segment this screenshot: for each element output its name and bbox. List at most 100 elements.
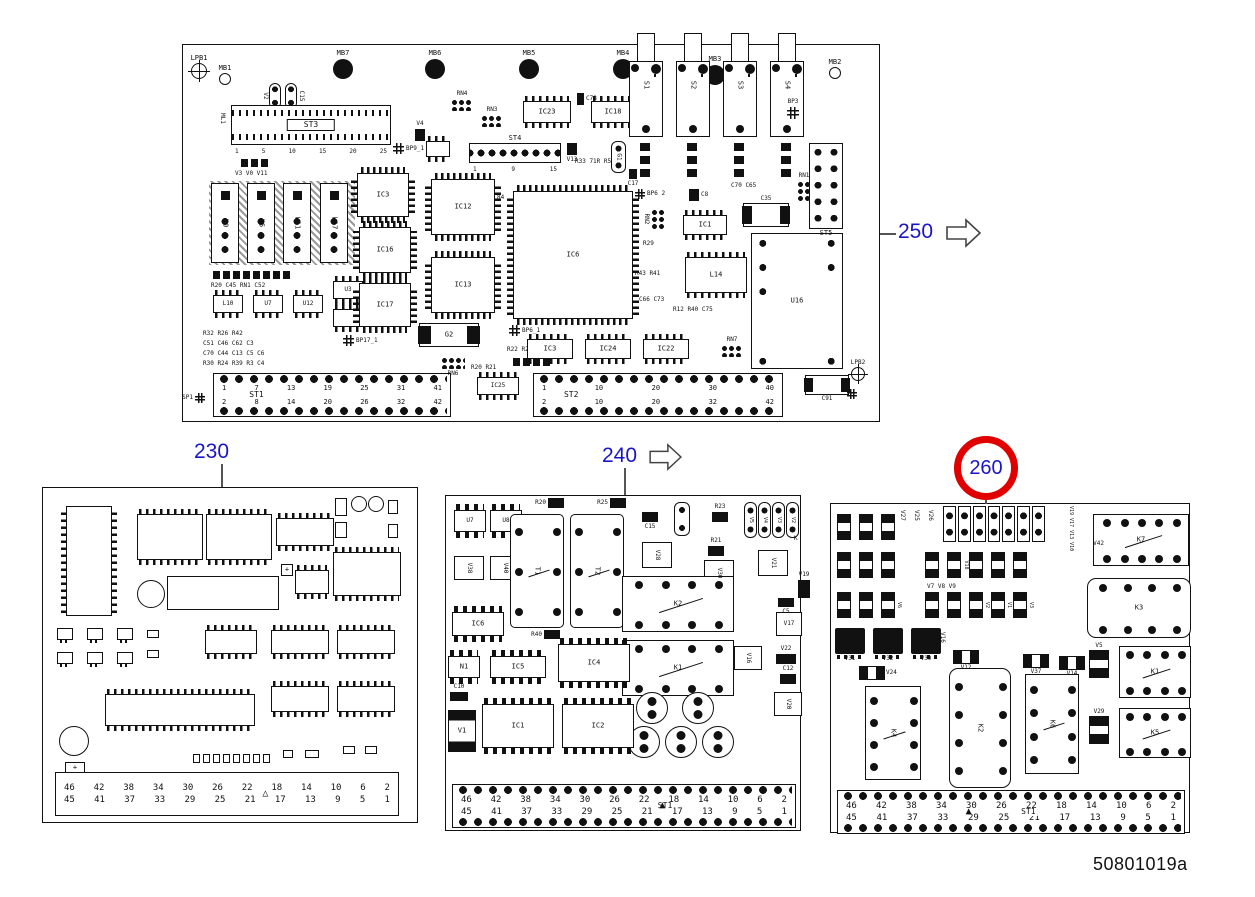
relay-pin — [574, 607, 583, 616]
pad — [687, 156, 697, 164]
comp-smdo — [388, 500, 398, 514]
pin-number: 6 — [360, 783, 366, 793]
pin-dots — [841, 823, 1181, 833]
relay-pin — [1120, 518, 1129, 527]
comp-rn3: RN3 — [481, 107, 503, 127]
comp-c78: C78 — [577, 93, 597, 105]
label: MB7 — [336, 49, 350, 57]
comp-capv — [674, 502, 690, 536]
label: SP1 — [182, 394, 193, 401]
pad — [713, 744, 723, 754]
callout-260: 260 — [969, 456, 1003, 479]
comp-smdo — [147, 650, 159, 658]
relay-pin — [1029, 686, 1038, 694]
comp-pad2v — [947, 552, 961, 578]
label: S1 — [642, 80, 651, 90]
pin-number: 30 — [579, 795, 591, 805]
relay-pin — [634, 645, 643, 654]
pad — [263, 753, 270, 763]
comp-mb1: MB1 — [219, 65, 231, 85]
label: IC6 — [566, 250, 580, 259]
label: C35 — [760, 195, 772, 202]
pad — [241, 159, 248, 167]
label: L17 — [330, 216, 339, 230]
comp-r12-r40-c75: R12 R40 C75 — [673, 306, 713, 313]
pin-number: 31 — [396, 384, 406, 392]
pins — [425, 261, 431, 309]
pin-number: 41 — [433, 384, 442, 392]
arrow-right-icon — [946, 218, 982, 248]
pin-number: 20 — [323, 398, 332, 406]
pin-dots — [456, 817, 792, 827]
label: V12 — [960, 664, 972, 671]
comp-r20-r21: R20 R21 — [471, 364, 497, 371]
comp-tr — [117, 628, 133, 643]
label: V1 — [457, 726, 467, 735]
header-pin-pair — [987, 506, 1001, 542]
pins — [495, 261, 501, 309]
pin-number: 42 — [765, 398, 774, 406]
callout-240: 240 — [602, 444, 638, 467]
label: IC13 — [454, 280, 472, 289]
label: V37 — [1030, 668, 1042, 675]
pad — [251, 159, 258, 167]
label: + — [284, 565, 290, 574]
comp-l14: L14 — [685, 252, 747, 298]
label: MB4 — [616, 49, 630, 57]
pin-number: 17 — [671, 807, 683, 817]
comp-v28: V28 — [642, 542, 672, 568]
comp-circle-open — [368, 496, 384, 512]
label: RN2 — [643, 213, 650, 225]
pin-number: 42 — [433, 398, 442, 406]
pad — [631, 64, 639, 72]
comp-c10: C10 — [450, 684, 468, 701]
comp-ic5: IC5 — [490, 650, 546, 684]
relay-pin — [1138, 518, 1146, 527]
comp-smdo — [283, 750, 293, 758]
comp-c15: C15 — [642, 512, 658, 530]
relay-pin — [1172, 555, 1181, 564]
pin-number: 14 — [286, 398, 296, 406]
comp-84: 84 — [497, 194, 505, 201]
callout-230: 230 — [194, 440, 230, 463]
comp-smdo — [335, 522, 347, 538]
pin-number: 20 — [651, 384, 661, 392]
comp-sp1: SP1 — [182, 393, 205, 403]
pin-number: 10 — [1116, 801, 1127, 811]
relay-pin — [1143, 650, 1152, 659]
comp-s1: S1 — [629, 33, 663, 137]
label: K3 — [1134, 603, 1144, 612]
comp-v3: V3 — [772, 502, 785, 538]
label: U16 — [790, 296, 804, 305]
pin-number: 26 — [212, 783, 223, 793]
comp-v30: V30 — [911, 628, 941, 662]
pad — [513, 358, 520, 366]
label: IC23 — [538, 107, 556, 116]
pin-number: 33 — [551, 807, 563, 817]
pin-number: 5 — [359, 795, 366, 805]
pad — [698, 64, 708, 77]
pad — [640, 169, 650, 177]
comp-u7: U7 — [253, 290, 283, 318]
relay-pin — [1098, 584, 1107, 592]
comp-r20: R20 — [535, 498, 564, 508]
comp-pad2v — [859, 592, 873, 618]
comp-dip — [333, 547, 401, 601]
pad — [253, 271, 260, 279]
comp-u12: U12 — [293, 290, 323, 318]
comp-st3: ST3 — [231, 105, 391, 145]
label: R40 — [531, 630, 542, 638]
label: MB3 — [708, 55, 722, 63]
relay-pin — [999, 711, 1008, 719]
comp-lpb2: LPB2 — [848, 360, 868, 384]
fuse-capacitor — [665, 726, 697, 758]
label: V2 — [790, 516, 796, 524]
label: R20 — [535, 499, 546, 506]
comp-circle-open — [59, 726, 89, 756]
label: C8 — [701, 191, 709, 198]
label: V13 — [566, 156, 578, 163]
comp-bp6-1: BP6_1 — [509, 325, 540, 336]
label: C10 — [453, 683, 465, 690]
pin-number: 15 — [318, 148, 327, 155]
